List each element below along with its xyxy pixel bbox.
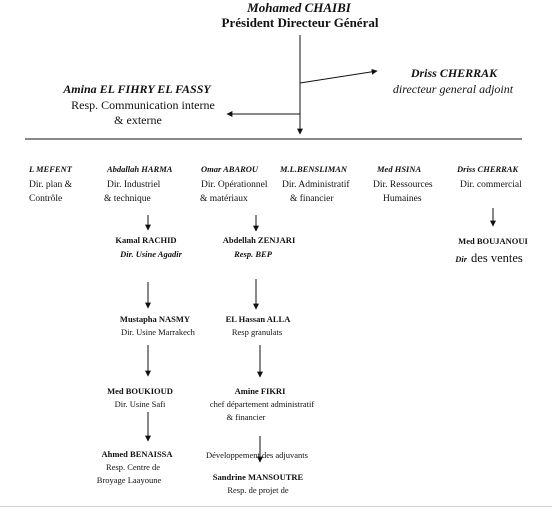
industrial-person-name: Ahmed BENAISSA — [101, 449, 173, 459]
ceo-name: Mohamed CHAIBI — [247, 0, 351, 15]
director-title-line1: Dir. commercial — [460, 180, 522, 190]
ceo-title: Président Directeur Général — [221, 15, 379, 30]
communication-name: Amina EL FIHRY EL FASSY — [63, 82, 211, 96]
commercial-person-title: Dir des ventes — [455, 249, 523, 267]
director-title-line2: & financier — [290, 194, 334, 204]
deputy-arrow — [299, 68, 378, 84]
industrial-person-title-line1: Resp. Centre de — [105, 462, 161, 472]
director-title-line2: & matériaux — [200, 194, 248, 204]
operational-person-title-line1: chef département administratif — [209, 399, 315, 409]
director-name: Med HSINA — [377, 164, 422, 174]
operational-person-name: Sandrine MANSOUTRE — [212, 472, 304, 482]
industrial-person-name: Mustapha NASMY — [119, 314, 191, 324]
deputy-title: directeur general adjoint — [392, 82, 514, 96]
director-title-line1: Dir. plan & — [29, 180, 73, 190]
director-title-line1: Dir. Ressources — [373, 180, 433, 190]
operational-person-name: EL Hassan ALLA — [225, 314, 291, 324]
operational-person-title: Resp. BEP — [234, 249, 272, 259]
director-name: Omar ABAROU — [201, 164, 259, 174]
communication-title-line2: & externe — [114, 113, 162, 127]
operational-person-title-line2: & financier — [226, 412, 266, 422]
commercial-title-rest: des ventes — [471, 251, 523, 265]
industrial-person-title-line2: Broyage Laayoune — [96, 475, 162, 485]
operational-person-title-line2: Resp. de projet de — [227, 485, 289, 495]
director-name: Abdallah HARMA — [107, 164, 173, 174]
industrial-person-name: Med BOUKIOUD — [107, 386, 173, 396]
director-title-line2: & technique — [104, 194, 151, 204]
communication-title-line1: Resp. Communication interne — [71, 98, 215, 112]
operational-person-name: Amine FIKRI — [234, 386, 286, 396]
operational-person-name: Abdellah ZENJARI — [222, 235, 296, 245]
director-title-line2: Contrôle — [29, 194, 63, 204]
director-name: M.L.BENSLIMAN — [280, 164, 348, 174]
commercial-person-name: Med BOUJANOUI — [458, 236, 528, 246]
deputy-name: Driss CHERRAK — [410, 66, 498, 80]
industrial-person-title: Dir. Usine Marrakech — [121, 327, 195, 337]
industrial-person-name: Kamal RACHID — [115, 235, 177, 245]
industrial-person-title: Dir. Usine Agadir — [120, 249, 182, 259]
director-name: Driss CHERRAK — [457, 164, 519, 174]
director-title-line1: Dir. Industriel — [107, 180, 161, 190]
operational-person-title-line1: Développement des adjuvants — [206, 450, 308, 460]
industrial-person-title: Dir. Usine Safi — [114, 399, 166, 409]
bottom-rule — [0, 506, 552, 507]
operational-person-title: Resp granulats — [231, 327, 283, 337]
director-title-line2: Humaines — [383, 194, 422, 204]
director-title-line1: Dir. Administratif — [282, 180, 350, 190]
director-title-line1: Dir. Opérationnel — [201, 180, 268, 190]
commercial-title-prefix: Dir — [455, 254, 468, 264]
director-name: L MEFENT — [29, 164, 72, 174]
